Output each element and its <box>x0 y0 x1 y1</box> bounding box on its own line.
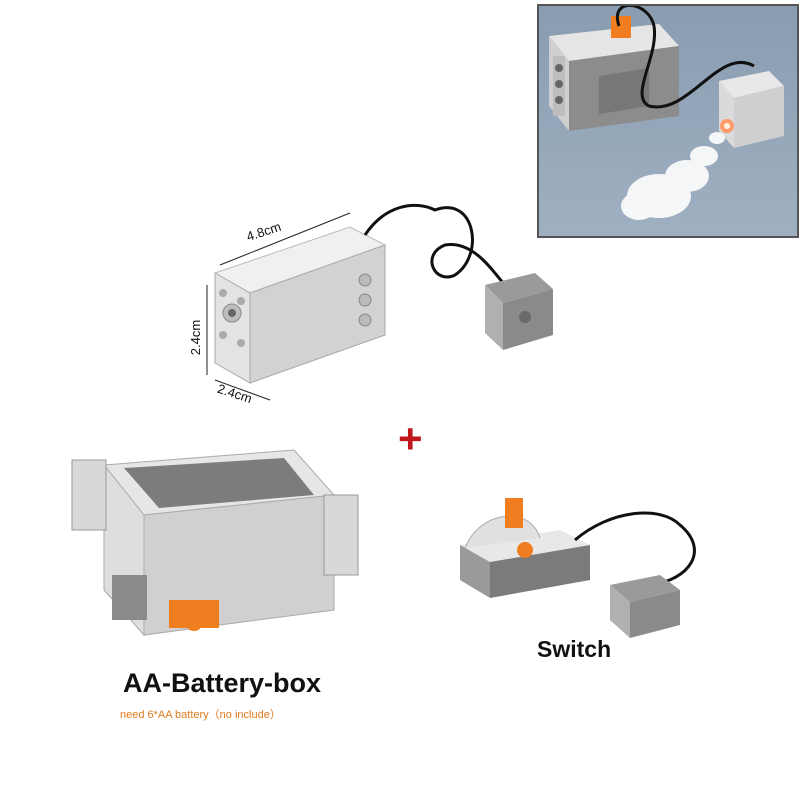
switch-cable <box>574 511 696 587</box>
smoke-module-connector <box>485 273 553 350</box>
inset-motor-block <box>549 16 679 131</box>
switch-illustration <box>460 498 696 638</box>
battery-box-note: need 6*AA battery（no include） <box>120 709 281 721</box>
smoke-module-illustration <box>206 203 553 401</box>
smoke-demo-illustration <box>549 6 784 220</box>
smoke-module-cable <box>363 203 507 287</box>
length-dimension-line <box>219 212 351 266</box>
plus-sign: + <box>398 415 423 462</box>
height-dimension-label: 2.4cm <box>188 319 204 356</box>
inset-smoke-demo-photo <box>537 4 799 238</box>
battery-box-label: AA-Battery-box <box>123 668 322 698</box>
battery-box-illustration <box>71 449 359 637</box>
switch-label: Switch <box>537 636 612 662</box>
inset-smoke-module <box>719 71 784 148</box>
width-dimension-line <box>214 379 271 401</box>
inset-smoke-cloud <box>621 132 725 220</box>
inset-cable <box>615 6 755 109</box>
